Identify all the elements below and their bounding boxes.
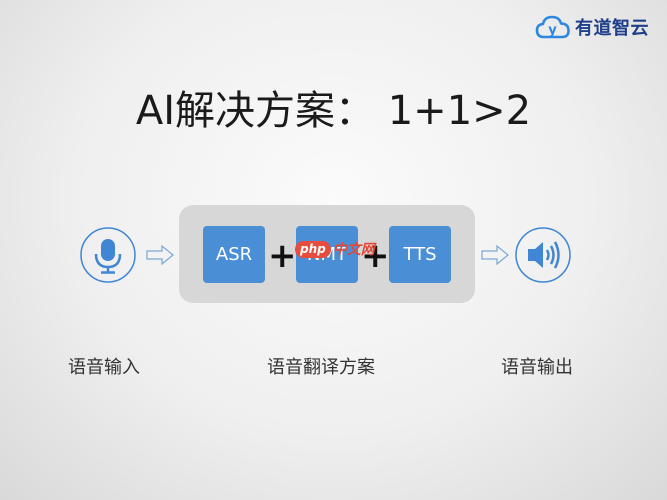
watermark: php 中文网 (295, 239, 375, 259)
speaker-icon (515, 227, 571, 283)
arrow-right-icon (481, 245, 509, 265)
watermark-site: 中文网 (332, 242, 375, 258)
asr-box: ASR (203, 226, 265, 283)
page-title: AI解决方案： 1+1>2 (135, 88, 532, 134)
voice-input-label: 语音输入 (68, 357, 140, 378)
microphone-icon (80, 227, 136, 283)
watermark-php: php (295, 240, 331, 258)
tts-box: TTS (389, 226, 451, 283)
voice-output-label: 语音输出 (501, 357, 573, 378)
svg-text:y: y (548, 23, 557, 38)
logo: y 有道智云 (535, 12, 649, 42)
plus-sign: + (268, 236, 297, 276)
logo-text: 有道智云 (575, 18, 649, 39)
arrow-right-icon (146, 245, 174, 265)
plus-sign: + (361, 236, 390, 276)
logo-cloud-icon: y (535, 15, 570, 39)
voice-translation-label: 语音翻译方案 (267, 357, 375, 378)
